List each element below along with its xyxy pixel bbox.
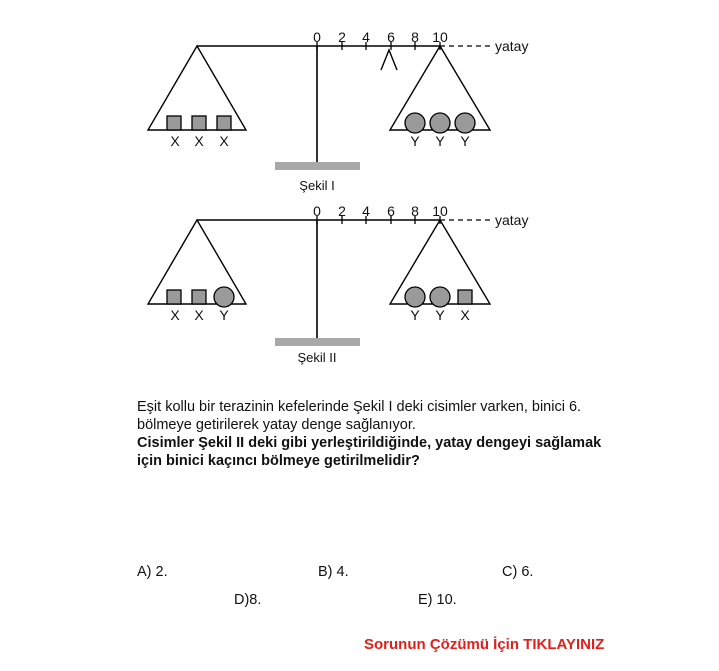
rider bbox=[380, 48, 398, 71]
object-label: X bbox=[460, 307, 470, 323]
figure-caption: Şekil I bbox=[299, 178, 334, 193]
object-label: Y bbox=[435, 133, 445, 149]
object-label: X bbox=[194, 133, 204, 149]
question-prompt: Cisimler Şekil II deki gibi yerleştirild… bbox=[137, 435, 602, 469]
horizontal-label: yatay bbox=[495, 212, 528, 228]
tick-label: 6 bbox=[387, 203, 395, 219]
tick-label: 6 bbox=[387, 29, 395, 45]
tick-label: 4 bbox=[362, 29, 370, 45]
object-y bbox=[404, 112, 426, 134]
object-y bbox=[429, 112, 451, 134]
option-c[interactable]: C) 6. bbox=[502, 564, 534, 580]
tick-label: 0 bbox=[313, 29, 321, 45]
object-x bbox=[457, 289, 473, 305]
tick-label: 4 bbox=[362, 203, 370, 219]
object-label: Y bbox=[410, 307, 420, 323]
object-y bbox=[454, 112, 476, 134]
tick-label: 10 bbox=[432, 29, 448, 45]
tick-label: 8 bbox=[411, 203, 419, 219]
object-label: Y bbox=[219, 307, 229, 323]
object-x bbox=[166, 289, 182, 305]
figure-caption: Şekil II bbox=[297, 350, 336, 365]
option-e[interactable]: E) 10. bbox=[418, 592, 457, 608]
question-text: Eşit kollu bir terazinin kefelerinde Şek… bbox=[137, 398, 607, 470]
object-label: X bbox=[194, 307, 204, 323]
object-x bbox=[191, 115, 207, 131]
balance-figure-2: 0 2 4 6 8 10 yatay X X Y Y Y X Şekil II bbox=[146, 203, 528, 365]
tick-label: 2 bbox=[338, 203, 346, 219]
object-y bbox=[404, 286, 426, 308]
option-b[interactable]: B) 4. bbox=[318, 564, 349, 580]
object-label: Y bbox=[435, 307, 445, 323]
balance-figure-1: 0 2 4 6 8 10 yatay X X X Y Y Y Şekil I bbox=[146, 29, 528, 193]
tick-label: 0 bbox=[313, 203, 321, 219]
object-label: X bbox=[170, 307, 180, 323]
object-label: Y bbox=[410, 133, 420, 149]
question-statement: Eşit kollu bir terazinin kefelerinde Şek… bbox=[137, 399, 582, 433]
object-label: X bbox=[219, 133, 229, 149]
tick-label: 10 bbox=[432, 203, 448, 219]
object-label: X bbox=[170, 133, 180, 149]
horizontal-label: yatay bbox=[495, 38, 528, 54]
object-x bbox=[166, 115, 182, 131]
option-a[interactable]: A) 2. bbox=[137, 564, 168, 580]
stand bbox=[275, 338, 360, 346]
object-x bbox=[216, 115, 232, 131]
object-x bbox=[191, 289, 207, 305]
tick-label: 8 bbox=[411, 29, 419, 45]
tick-label: 2 bbox=[338, 29, 346, 45]
option-d[interactable]: D)8. bbox=[234, 592, 262, 608]
object-y bbox=[429, 286, 451, 308]
object-label: Y bbox=[460, 133, 470, 149]
object-y bbox=[213, 286, 235, 308]
solution-link[interactable]: Sorunun Çözümü İçin TIKLAYINIZ bbox=[364, 636, 605, 653]
stand bbox=[275, 162, 360, 170]
